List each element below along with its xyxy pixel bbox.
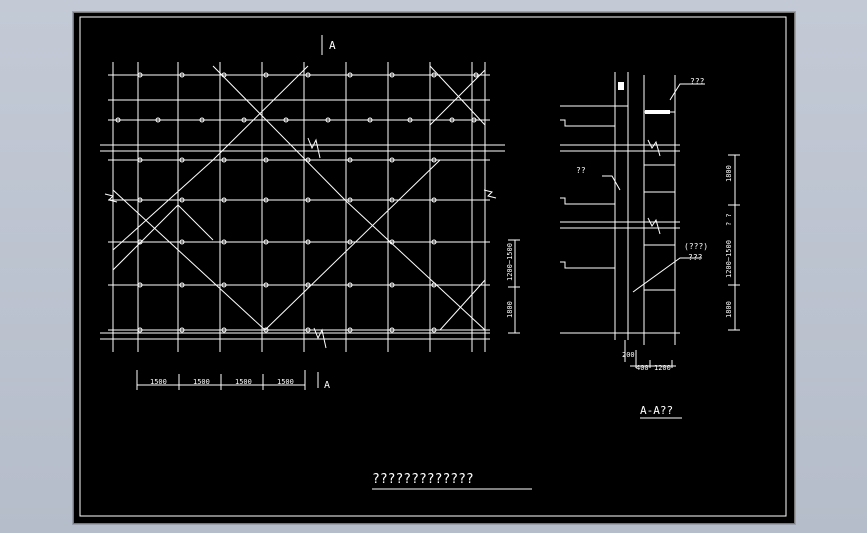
- coupler-node: [431, 157, 437, 163]
- coupler-node: [389, 239, 395, 245]
- coupler-node: [263, 72, 269, 78]
- coupler-node: [431, 282, 437, 288]
- coupler-node: [137, 282, 143, 288]
- dim-1500-4: 1500: [277, 378, 294, 386]
- dim-right-mid: 1200~1500: [725, 240, 733, 278]
- coupler-node: [389, 72, 395, 78]
- coupler-node: [137, 327, 143, 333]
- drawing-border: [79, 16, 787, 517]
- coupler-node: [115, 117, 121, 123]
- coupler-node: [221, 282, 227, 288]
- coupler-node: [305, 282, 311, 288]
- vertical-dimension-line: [508, 239, 520, 334]
- coupler-node: [389, 327, 395, 333]
- scaffold-elevation: [100, 62, 505, 352]
- coupler-node: [179, 157, 185, 163]
- dim-200: 200: [622, 351, 635, 359]
- dim-1200: 1200: [654, 364, 671, 372]
- coupler-node: [347, 282, 353, 288]
- coupler-node: [431, 197, 437, 203]
- dim-right-1800-top: 1800: [725, 165, 733, 182]
- coupler-node: [199, 117, 205, 123]
- section-view: [560, 72, 740, 419]
- coupler-node: [137, 197, 143, 203]
- coupler-node: [431, 239, 437, 245]
- dim-right-1800-bottom: 1800: [725, 301, 733, 318]
- coupler-node: [263, 239, 269, 245]
- coupler-node: [389, 157, 395, 163]
- dim-400: 400: [636, 364, 649, 372]
- coupler-node: [221, 239, 227, 245]
- toe-board-hatch: [618, 82, 670, 114]
- label-top: ???: [690, 77, 705, 86]
- coupler-node: [449, 117, 455, 123]
- coupler-nodes: [115, 72, 479, 333]
- coupler-node: [179, 239, 185, 245]
- coupler-node: [179, 282, 185, 288]
- dim-vertical-1800: 1800: [506, 301, 514, 318]
- dim-vertical-1200-1500: 1200~1500: [506, 243, 514, 281]
- coupler-node: [179, 72, 185, 78]
- coupler-node: [389, 282, 395, 288]
- coupler-node: [305, 327, 311, 333]
- label-note-1: (???): [684, 242, 708, 251]
- coupler-node: [137, 72, 143, 78]
- horizontal-dimension-line: [136, 370, 306, 390]
- coupler-node: [431, 327, 437, 333]
- coupler-node: [305, 239, 311, 245]
- drawing-title: ?????????????: [372, 472, 474, 487]
- section-mark-top: A: [329, 39, 336, 52]
- coupler-node: [241, 117, 247, 123]
- coupler-node: [347, 197, 353, 203]
- coupler-node: [367, 117, 373, 123]
- coupler-node: [179, 327, 185, 333]
- coupler-node: [179, 197, 185, 203]
- coupler-node: [407, 117, 413, 123]
- coupler-node: [473, 72, 479, 78]
- coupler-node: [263, 282, 269, 288]
- coupler-node: [221, 72, 227, 78]
- coupler-node: [137, 157, 143, 163]
- coupler-node: [263, 157, 269, 163]
- coupler-node: [221, 157, 227, 163]
- dim-1500-3: 1500: [235, 378, 252, 386]
- coupler-node: [305, 157, 311, 163]
- dim-1500-2: 1500: [193, 378, 210, 386]
- section-mark-bottom: A: [324, 380, 330, 391]
- coupler-node: [325, 117, 331, 123]
- dim-right-q: ? ?: [725, 213, 733, 226]
- coupler-node: [221, 327, 227, 333]
- coupler-node: [221, 197, 227, 203]
- coupler-node: [263, 197, 269, 203]
- coupler-node: [347, 239, 353, 245]
- coupler-node: [305, 72, 311, 78]
- coupler-node: [263, 327, 269, 333]
- coupler-node: [347, 157, 353, 163]
- section-title: A-A??: [640, 404, 673, 417]
- coupler-node: [431, 72, 437, 78]
- coupler-node: [305, 197, 311, 203]
- label-mid: ??: [576, 166, 586, 175]
- coupler-node: [155, 117, 161, 123]
- coupler-node: [347, 72, 353, 78]
- coupler-node: [471, 117, 477, 123]
- label-note-2: ???: [688, 253, 703, 262]
- coupler-node: [347, 327, 353, 333]
- coupler-node: [389, 197, 395, 203]
- coupler-node: [137, 239, 143, 245]
- dim-1500-1: 1500: [150, 378, 167, 386]
- coupler-node: [283, 117, 289, 123]
